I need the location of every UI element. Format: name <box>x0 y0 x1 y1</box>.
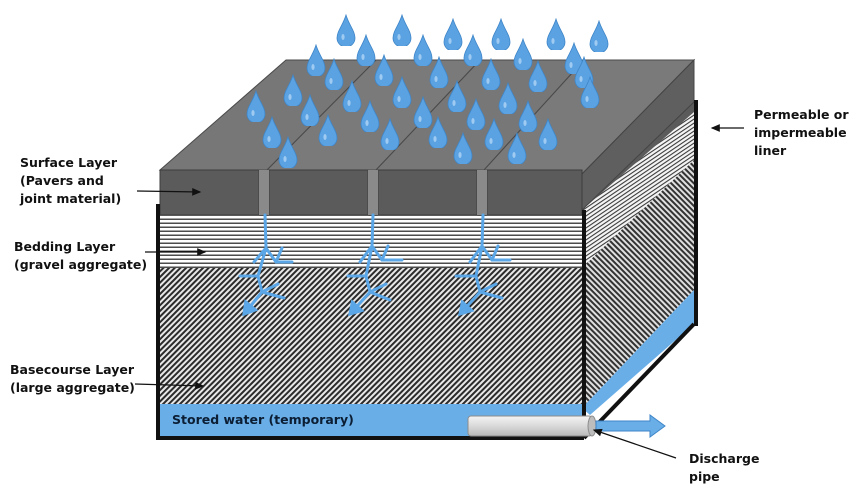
discharge-pipe-label: Discharge pipe <box>689 450 759 486</box>
infiltration-arrows <box>240 213 512 314</box>
raindrop-icon <box>306 44 326 76</box>
raindrop-icon <box>336 14 356 46</box>
pointer-arrow-icon <box>134 381 205 390</box>
flow-arrow-icon <box>595 414 666 438</box>
basecourse-layer-label: Basecourse Layer (large aggregate) <box>10 361 135 397</box>
pointer-arrow-icon <box>592 428 677 459</box>
raindrop-icon <box>491 18 511 50</box>
paver-front-faces <box>159 169 583 216</box>
raindrop-icon <box>513 38 533 70</box>
raindrop-icon <box>443 18 463 50</box>
discharge-pipe <box>467 415 597 437</box>
raindrop-icon <box>356 34 376 66</box>
liner-label: Permeable or impermeable liner <box>754 106 849 160</box>
discharge-pipe-label-line: Discharge <box>689 451 760 466</box>
basecourse-layer-label-line: (large aggregate) <box>10 380 135 395</box>
basecourse-layer-label-line: Basecourse Layer <box>10 362 135 377</box>
surface-layer-label-line: Surface Layer <box>20 155 117 170</box>
infiltration-arrow-icon <box>456 213 512 314</box>
liner-label-line: liner <box>754 143 787 158</box>
liner-label-line: impermeable <box>754 125 847 140</box>
surface-layer-label: Surface Layer (Pavers and joint material… <box>20 154 121 208</box>
infiltration-arrow-icon <box>240 213 294 314</box>
raindrop-icon <box>463 34 483 66</box>
surface-layer-label-line: joint material) <box>20 191 122 206</box>
raindrop-icon <box>546 18 566 50</box>
discharge-pipe-label-line: pipe <box>689 469 720 484</box>
bedding-layer-label-line: Bedding Layer <box>14 239 116 254</box>
pointer-arrow-icon <box>136 187 202 196</box>
stored-water-label: Stored water (temporary) <box>172 412 354 427</box>
raindrop-icon <box>392 14 412 46</box>
basecourse-layer <box>160 268 582 408</box>
pointer-arrows <box>134 124 744 459</box>
liner-label-line: Permeable or <box>754 107 849 122</box>
liner <box>156 100 698 440</box>
bedding-layer-label: Bedding Layer (gravel aggregate) <box>14 238 147 274</box>
raindrop-icon <box>589 20 609 52</box>
infiltration-arrow-icon <box>348 213 404 314</box>
bedding-layer-label-line: (gravel aggregate) <box>14 257 148 272</box>
raindrop-icon <box>413 34 433 66</box>
surface-layer-label-line: (Pavers and <box>20 173 104 188</box>
